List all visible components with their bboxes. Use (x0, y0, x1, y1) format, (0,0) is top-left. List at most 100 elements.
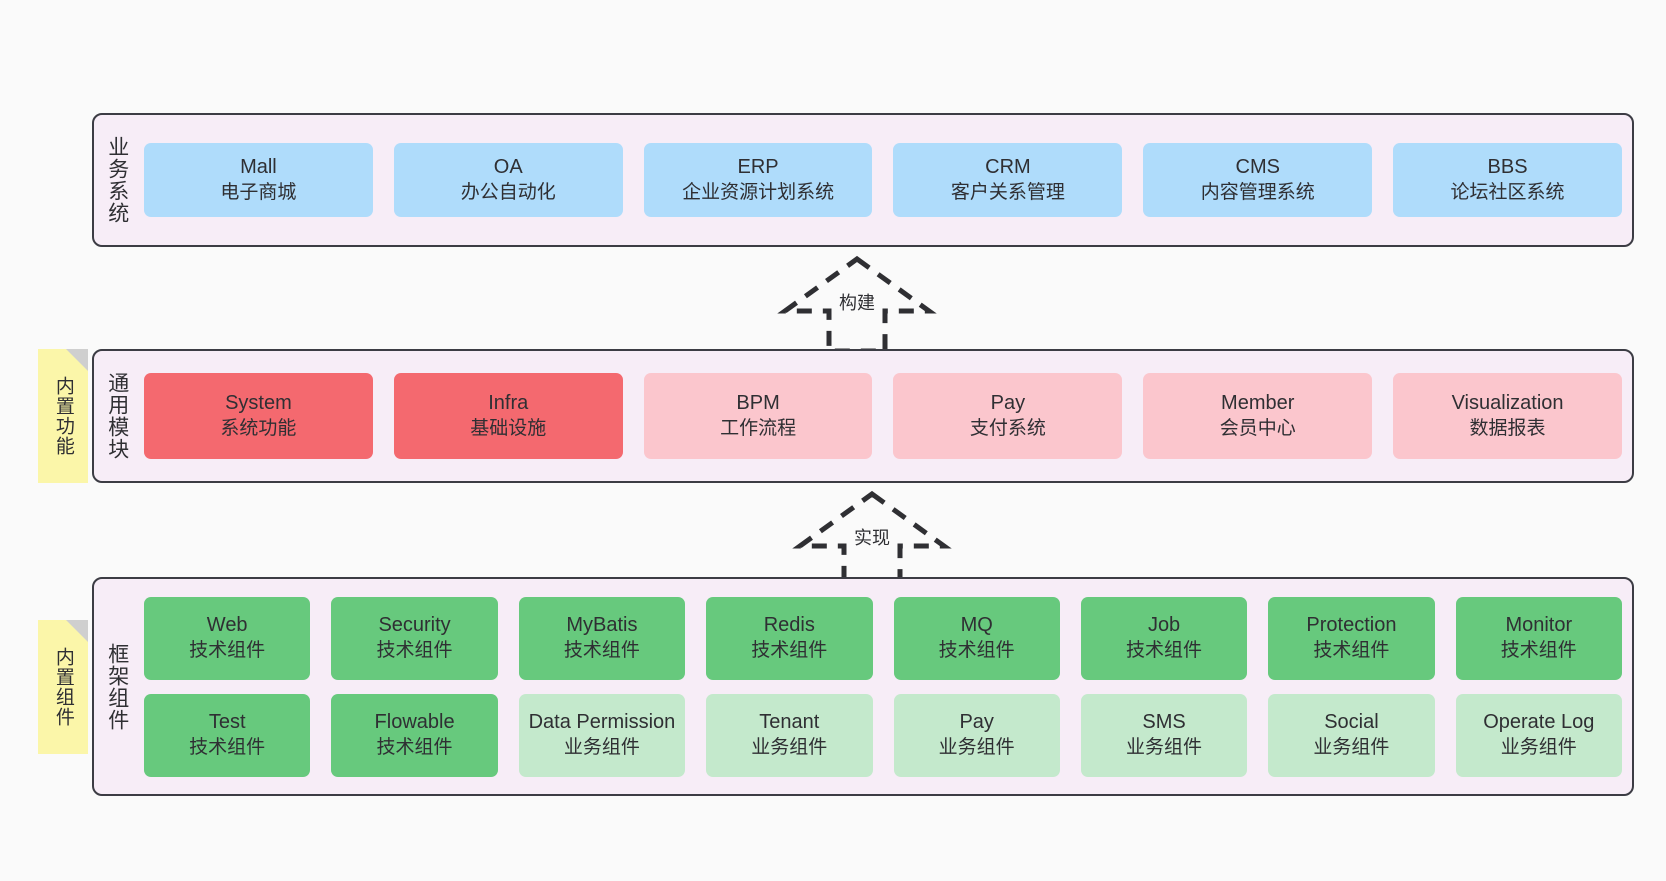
card-title: Tenant (759, 711, 820, 734)
module-card-infra[interactable]: Infra 基础设施 (393, 373, 623, 459)
framework-card-sms[interactable]: SMS 业务组件 (1080, 693, 1248, 777)
card-title: Member (1221, 392, 1295, 415)
framework-card-web[interactable]: Web 技术组件 (144, 596, 311, 680)
common-modules-label: 通用模块 (105, 372, 129, 460)
card-title: CMS (1235, 156, 1280, 179)
card-title: System (225, 392, 292, 415)
card-title: Monitor (1505, 614, 1573, 637)
business-card-crm[interactable]: CRM 客户关系管理 (893, 143, 1123, 217)
card-subtitle: 业务组件 (1126, 736, 1203, 758)
framework-card-test[interactable]: Test 技术组件 (144, 693, 311, 777)
card-subtitle: 客户关系管理 (950, 181, 1065, 203)
framework-card-flowable[interactable]: Flowable 技术组件 (331, 693, 498, 777)
card-title: ERP (737, 156, 779, 179)
card-subtitle: 系统功能 (220, 417, 297, 439)
card-title: Infra (488, 392, 529, 415)
business-systems-body: Mall 电子商城 OA 办公自动化 ERP 企业资源计划系统 CRM 客户关系… (140, 115, 1632, 245)
sticky-note-builtin-components: 内置组件 (38, 620, 88, 754)
card-subtitle: 技术组件 (376, 736, 453, 758)
card-title: SMS (1142, 711, 1186, 734)
business-systems-panel: 业务系统 Mall 电子商城 OA 办公自动化 ERP 企业资源计划系统 CRM… (92, 113, 1634, 247)
module-card-visualization[interactable]: Visualization 数据报表 (1393, 373, 1622, 459)
card-subtitle: 支付系统 (969, 417, 1046, 439)
card-subtitle: 会员中心 (1219, 417, 1296, 439)
sticky-note-label: 内置功能 (52, 376, 74, 456)
framework-components-label: 框架组件 (105, 642, 129, 731)
sticky-note-label: 内置组件 (52, 647, 74, 727)
card-title: Protection (1306, 614, 1397, 637)
relation-implement: 实现 (787, 488, 957, 590)
framework-components-body: Web 技术组件 Security 技术组件 MyBatis 技术组件 Redi… (140, 579, 1632, 794)
card-subtitle: 技术组件 (938, 639, 1015, 661)
business-card-mall[interactable]: Mall 电子商城 (144, 143, 373, 217)
module-card-system[interactable]: System 系统功能 (144, 373, 373, 459)
card-title: Data Permission (528, 711, 676, 734)
card-title: Flowable (374, 711, 455, 734)
card-subtitle: 业务组件 (1313, 736, 1390, 758)
framework-card-tenant[interactable]: Tenant 业务组件 (706, 693, 873, 777)
card-subtitle: 技术组件 (1313, 639, 1390, 661)
card-subtitle: 数据报表 (1469, 417, 1546, 439)
dashed-generalization-arrow-up-icon (792, 490, 952, 589)
module-card-member[interactable]: Member 会员中心 (1143, 373, 1373, 459)
business-card-cms[interactable]: CMS 内容管理系统 (1143, 143, 1373, 217)
card-subtitle: 技术组件 (189, 736, 266, 758)
framework-components-row-tech: Web 技术组件 Security 技术组件 MyBatis 技术组件 Redi… (144, 596, 1622, 680)
framework-card-job[interactable]: Job 技术组件 (1080, 596, 1248, 680)
common-modules-panel: 通用模块 System 系统功能 Infra 基础设施 BPM 工作流程 Pay… (92, 349, 1634, 483)
card-subtitle: 技术组件 (751, 639, 828, 661)
card-title: Security (378, 614, 451, 637)
card-subtitle: 技术组件 (189, 639, 266, 661)
card-subtitle: 业务组件 (1500, 736, 1577, 758)
card-subtitle: 业务组件 (938, 736, 1015, 758)
card-title: Mall (240, 156, 277, 179)
card-title: Test (208, 711, 246, 734)
card-subtitle: 技术组件 (376, 639, 453, 661)
business-card-bbs[interactable]: BBS 论坛社区系统 (1393, 143, 1622, 217)
card-subtitle: 业务组件 (563, 736, 640, 758)
framework-components-panel: 框架组件 Web 技术组件 Security 技术组件 MyBatis 技术组件… (92, 577, 1634, 796)
card-title: Pay (959, 711, 994, 734)
business-systems-row: Mall 电子商城 OA 办公自动化 ERP 企业资源计划系统 CRM 客户关系… (144, 143, 1622, 217)
framework-card-protection[interactable]: Protection 技术组件 (1268, 596, 1435, 680)
framework-card-operate-log[interactable]: Operate Log 业务组件 (1455, 693, 1622, 777)
framework-card-security[interactable]: Security 技术组件 (331, 596, 498, 680)
framework-card-mybatis[interactable]: MyBatis 技术组件 (518, 596, 686, 680)
framework-card-pay[interactable]: Pay 业务组件 (893, 693, 1060, 777)
card-subtitle: 基础设施 (470, 417, 547, 439)
card-title: Job (1147, 614, 1181, 637)
card-subtitle: 内容管理系统 (1200, 181, 1315, 203)
card-title: OA (493, 156, 523, 179)
module-card-bpm[interactable]: BPM 工作流程 (643, 373, 873, 459)
framework-card-mq[interactable]: MQ 技术组件 (893, 596, 1060, 680)
common-modules-row: System 系统功能 Infra 基础设施 BPM 工作流程 Pay 支付系统… (144, 373, 1622, 459)
framework-components-row-business: Test 技术组件 Flowable 技术组件 Data Permission … (144, 693, 1622, 777)
business-card-erp[interactable]: ERP 企业资源计划系统 (643, 143, 873, 217)
card-title: Redis (763, 614, 815, 637)
card-subtitle: 技术组件 (563, 639, 640, 661)
card-title: Social (1324, 711, 1379, 734)
sticky-note-builtin-features: 内置功能 (38, 349, 88, 483)
card-title: Web (206, 614, 248, 637)
card-title: Pay (990, 392, 1026, 415)
framework-card-data-permission[interactable]: Data Permission 业务组件 (518, 693, 686, 777)
framework-card-monitor[interactable]: Monitor 技术组件 (1455, 596, 1622, 680)
card-subtitle: 技术组件 (1126, 639, 1203, 661)
relation-build: 构建 (772, 253, 942, 355)
card-title: CRM (985, 156, 1031, 179)
card-title: MyBatis (566, 614, 638, 637)
business-card-oa[interactable]: OA 办公自动化 (393, 143, 623, 217)
module-card-pay[interactable]: Pay 支付系统 (893, 373, 1123, 459)
card-title: Visualization (1451, 392, 1564, 415)
framework-card-social[interactable]: Social 业务组件 (1268, 693, 1435, 777)
framework-card-redis[interactable]: Redis 技术组件 (706, 596, 873, 680)
card-subtitle: 办公自动化 (460, 181, 556, 203)
dashed-generalization-arrow-up-icon (777, 255, 937, 354)
card-subtitle: 工作流程 (720, 417, 797, 439)
card-subtitle: 企业资源计划系统 (682, 181, 835, 203)
card-subtitle: 业务组件 (751, 736, 828, 758)
card-title: BBS (1487, 156, 1528, 179)
common-modules-body: System 系统功能 Infra 基础设施 BPM 工作流程 Pay 支付系统… (140, 351, 1632, 481)
card-title: BPM (736, 392, 780, 415)
card-title: MQ (960, 614, 993, 637)
